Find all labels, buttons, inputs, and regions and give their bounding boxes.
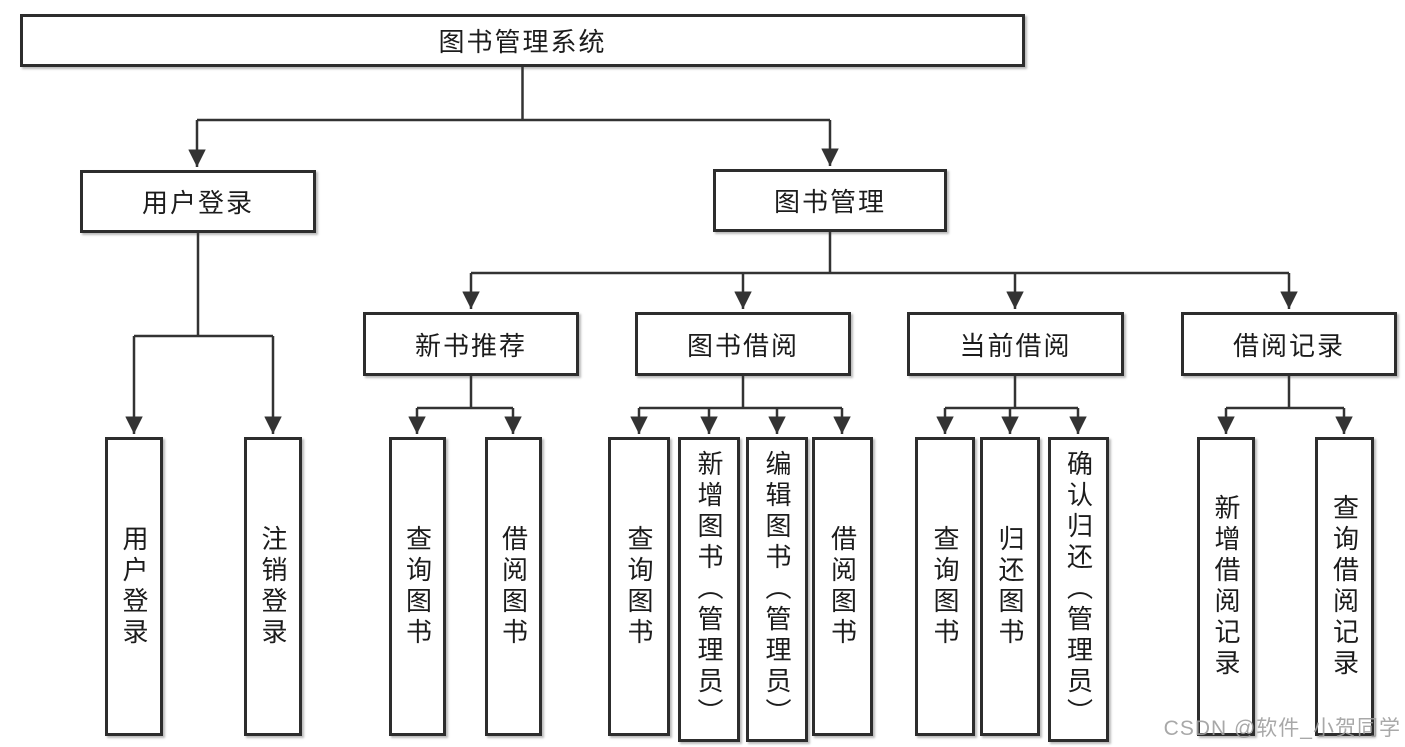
leaf-label: 查询借阅记录 [1329, 493, 1360, 680]
leaf-label: 注销登录 [258, 524, 288, 649]
leaf-user-login: 用户登录 [105, 437, 163, 736]
node-current-borrowing: 当前借阅 [907, 312, 1124, 376]
node-label: 图书管理系统 [438, 27, 607, 57]
leaf-label: 借阅图书 [498, 524, 529, 649]
leaf-add-books-admin: 新增图书（管理员） [678, 437, 740, 742]
leaf-query-books-recommend: 查询图书 [389, 437, 446, 736]
leaf-label: 查询图书 [402, 524, 433, 649]
node-book-borrowing: 图书借阅 [635, 312, 851, 376]
node-borrowing-records: 借阅记录 [1181, 312, 1397, 376]
leaf-edit-books-admin: 编辑图书（管理员） [746, 437, 808, 742]
leaf-label: 新增借阅记录 [1211, 493, 1241, 680]
node-user-login: 用户登录 [80, 170, 316, 233]
leaf-label: 编辑图书（管理员） [762, 450, 792, 729]
node-library-system: 图书管理系统 [20, 14, 1025, 67]
leaf-label: 查询图书 [624, 524, 654, 649]
csdn-watermark: CSDN @软件_小贺同学 [1163, 717, 1401, 740]
node-label: 借阅记录 [1232, 330, 1345, 361]
leaf-borrow-books-recommend: 借阅图书 [485, 437, 542, 736]
leaf-label: 借阅图书 [827, 524, 858, 649]
leaf-add-borrow-record: 新增借阅记录 [1197, 437, 1255, 736]
leaf-label: 新增图书（管理员） [694, 450, 724, 729]
leaf-query-books-borrowing: 查询图书 [608, 437, 670, 736]
node-new-book-recommend: 新书推荐 [363, 312, 579, 376]
leaf-label: 查询图书 [930, 524, 960, 649]
node-label: 当前借阅 [959, 330, 1072, 361]
node-label: 用户登录 [141, 188, 254, 218]
node-label: 图书管理 [773, 187, 886, 217]
node-book-management: 图书管理 [713, 169, 947, 232]
leaf-label: 归还图书 [995, 524, 1025, 649]
node-label: 图书借阅 [686, 330, 799, 361]
leaf-borrow-books-borrowing: 借阅图书 [812, 437, 873, 736]
leaf-label: 确认归还（管理员） [1063, 450, 1094, 729]
leaf-query-books-current: 查询图书 [915, 437, 975, 736]
leaf-confirm-return-admin: 确认归还（管理员） [1048, 437, 1109, 742]
node-label: 新书推荐 [414, 330, 527, 361]
leaf-label: 用户登录 [119, 524, 149, 649]
leaf-return-books: 归还图书 [980, 437, 1040, 736]
leaf-logout: 注销登录 [244, 437, 302, 736]
leaf-query-borrow-record: 查询借阅记录 [1315, 437, 1374, 736]
